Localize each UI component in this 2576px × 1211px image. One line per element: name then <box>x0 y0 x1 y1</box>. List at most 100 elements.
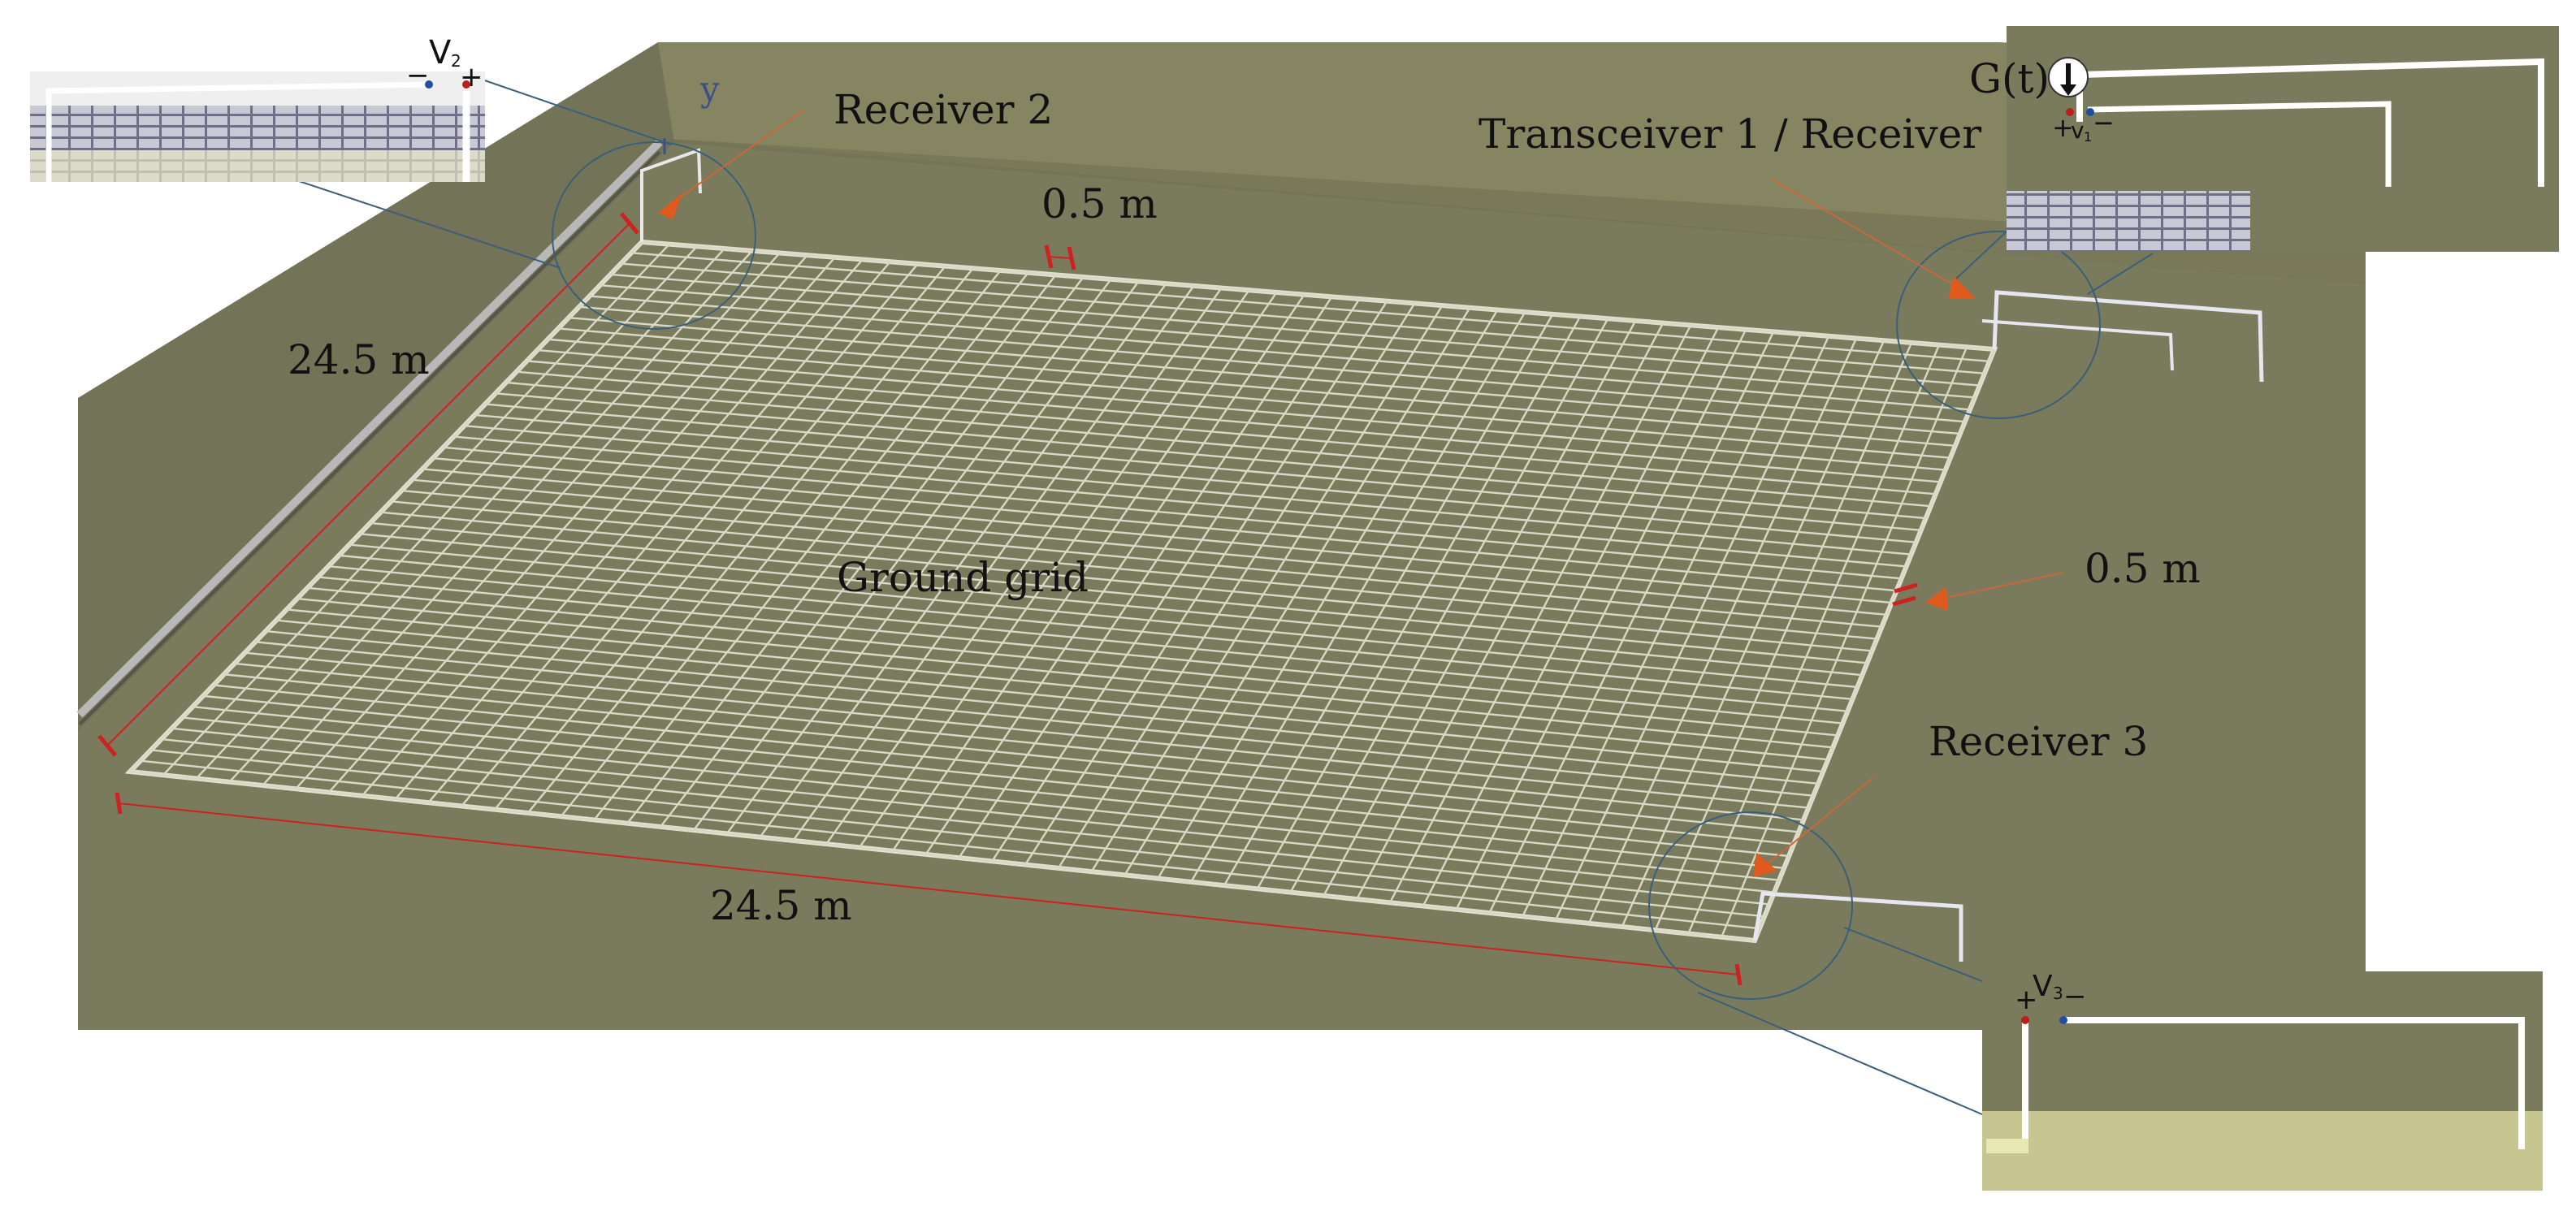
receiver2-pointer-arrow <box>658 193 682 219</box>
v2-minus-label: − <box>406 59 430 92</box>
receiver3-pointer-line <box>1769 777 1873 863</box>
grid-line-y-49 <box>641 240 1995 351</box>
grid-line-x-33 <box>1223 314 1554 886</box>
grid-line-y-38 <box>526 360 1941 483</box>
left-rail <box>76 139 663 718</box>
grid-line-y-2 <box>150 749 1765 918</box>
grid-line-x-6 <box>328 254 808 794</box>
dimension-tick-bottom-a <box>115 792 123 815</box>
left-rail-shade <box>78 150 661 726</box>
grid-line-y-17 <box>307 586 1838 737</box>
v1-plus-label: + <box>2052 112 2074 143</box>
inset-receiver3-floor <box>1982 1111 2543 1191</box>
grid-line-x-18 <box>725 280 1140 835</box>
grid-line-y-33 <box>474 413 1916 543</box>
grid-line-y-26 <box>401 489 1882 628</box>
grid-line-y-0 <box>129 770 1756 942</box>
receiver3-callout-circle <box>1648 811 1853 1000</box>
v1-subscript: 1 <box>2084 129 2092 145</box>
grid-line-y-36 <box>505 381 1931 508</box>
grid-line-y-23 <box>370 521 1868 664</box>
grid-line-y-7 <box>202 694 1790 858</box>
grid-line-x-8 <box>394 258 864 800</box>
grid-line-x-42 <box>1522 333 1803 917</box>
grid-line-x-7 <box>361 257 836 797</box>
spacing-right-tick-b <box>1892 595 1916 607</box>
receiver3-electrode <box>1752 891 1963 962</box>
grid-line-y-48 <box>631 252 1990 363</box>
receiver3-inset-connector-b <box>1697 992 1983 1115</box>
receiver2-inset-connector-b <box>296 179 561 269</box>
v3-plus-label: + <box>2015 984 2038 1016</box>
grid-line-y-44 <box>589 295 1970 411</box>
grid-line-x-25 <box>958 296 1333 859</box>
grid-line-x-1 <box>162 243 670 776</box>
back-wall-shadow <box>658 138 2366 284</box>
grid-line-x-10 <box>461 263 919 807</box>
grid-line-y-8 <box>213 684 1795 846</box>
v3-minus-label: − <box>2063 980 2087 1013</box>
grid-line-x-39 <box>1422 327 1720 907</box>
grid-line-y-5 <box>182 716 1780 881</box>
spacing-top-tick-a <box>1044 244 1054 269</box>
spacing-top-tick-b <box>1067 246 1076 270</box>
grid-line-y-19 <box>328 564 1848 712</box>
grid-line-y-34 <box>485 403 1921 532</box>
grid-line-x-41 <box>1488 331 1775 914</box>
grid-line-x-35 <box>1289 318 1609 893</box>
grid-line-x-2 <box>195 245 698 780</box>
dimension-tick-bottom-b <box>1734 963 1743 986</box>
dimension-tick-left-b <box>620 212 639 235</box>
grid-line-x-5 <box>295 252 781 790</box>
transceiver1-inset-connector-a <box>1954 231 2007 281</box>
dimension-line-left <box>106 223 630 746</box>
grid-line-y-42 <box>568 316 1960 435</box>
inset-receiver2 <box>30 71 485 182</box>
grid-line-x-34 <box>1256 316 1582 889</box>
inset-receiver3-terminal-plus <box>2021 1016 2029 1024</box>
spacing-right-tick-a <box>1894 582 1918 594</box>
grid-line-x-0 <box>129 241 643 772</box>
grid-line-x-11 <box>494 265 946 811</box>
transceiver1-electrode-b <box>1981 319 2174 371</box>
spacing-right-pointer-line <box>1949 572 2064 598</box>
grid-line-y-4 <box>171 727 1775 893</box>
grid-line-y-20 <box>339 554 1853 701</box>
grid-line-x-12 <box>526 267 974 814</box>
grid-line-y-40 <box>548 338 1950 459</box>
grid-line-x-13 <box>560 270 1002 817</box>
grid-line-x-44 <box>1587 338 1858 924</box>
inset-receiver3-base <box>1986 1139 2028 1153</box>
transceiver1-callout-circle <box>1896 231 2101 419</box>
transceiver1-pointer-line <box>1770 178 1960 289</box>
inset-transceiver1-floor <box>2007 191 2250 252</box>
grid-line-y-13 <box>266 629 1819 785</box>
grid-line-y-25 <box>391 500 1877 640</box>
ground-grid-label: Ground grid <box>837 554 1089 601</box>
grid-line-y-21 <box>349 543 1858 689</box>
grid-line-y-41 <box>558 327 1955 448</box>
receiver3-pointer-arrow <box>1753 853 1777 877</box>
grid-line-x-17 <box>692 279 1112 831</box>
dimension-line-bottom <box>118 802 1739 975</box>
dimension-tick-left-a <box>97 734 117 757</box>
left-wall <box>78 42 674 731</box>
grid-line-x-4 <box>262 249 753 786</box>
inset-transceiver1 <box>2007 26 2559 252</box>
grid-line-y-27 <box>412 478 1887 616</box>
grid-line-x-37 <box>1356 322 1665 900</box>
grid-line-x-40 <box>1455 329 1747 910</box>
inset-receiver3 <box>1982 971 2543 1191</box>
grid-line-x-22 <box>858 289 1250 849</box>
grid-line-y-1 <box>140 759 1760 930</box>
grid-line-x-26 <box>991 298 1361 863</box>
v2-label: V <box>429 34 452 71</box>
grid-line-y-12 <box>255 641 1814 797</box>
dimension-bottom-label: 24.5 m <box>710 882 852 929</box>
grid-line-x-24 <box>924 293 1305 855</box>
grid-line-y-46 <box>610 273 1981 387</box>
grid-line-y-22 <box>359 533 1863 677</box>
inset-receiver2-terminal-minus <box>425 80 433 89</box>
grid-line-x-30 <box>1123 307 1471 876</box>
grid-line-y-11 <box>245 651 1809 809</box>
